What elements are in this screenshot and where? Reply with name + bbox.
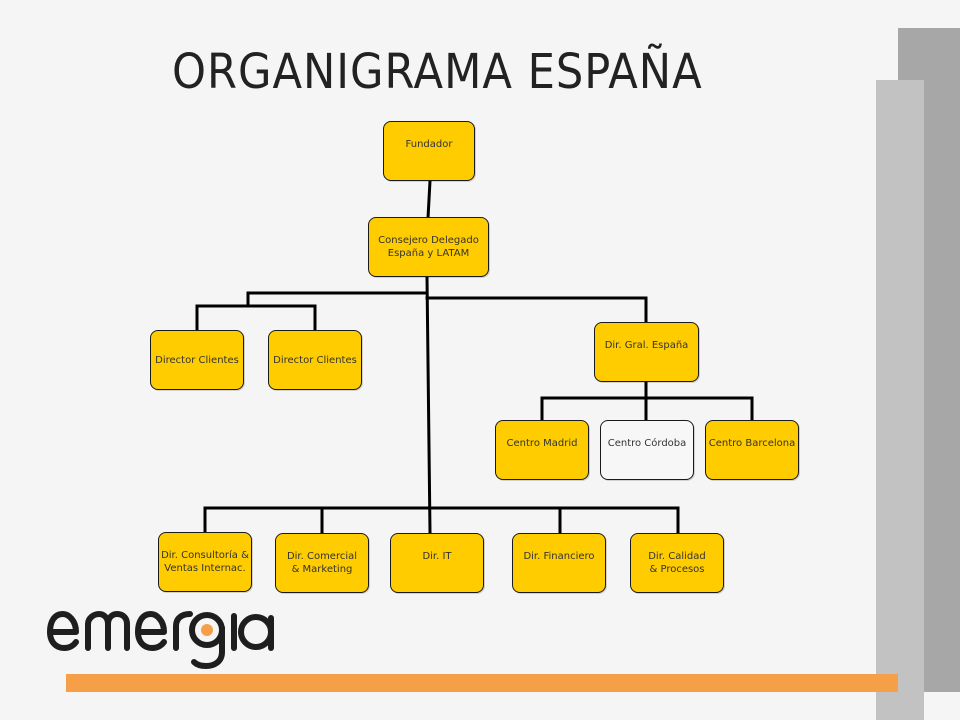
node-director-clientes-1: Director Clientes [150, 330, 244, 390]
node-dir-comercial: Dir. Comercial & Marketing [275, 533, 369, 593]
emergia-logo [47, 611, 274, 669]
node-label: Dir. Consultoría & Ventas Internac. [161, 550, 249, 574]
node-dir-gral-espana: Dir. Gral. España [594, 322, 699, 382]
node-label: Centro Córdoba [607, 438, 687, 449]
node-label: Fundador [405, 139, 453, 150]
node-fundador: Fundador [383, 121, 475, 181]
page-title: ORGANIGRAMA ESPAÑA [172, 44, 703, 100]
node-centro-barcelona: Centro Barcelona [705, 420, 799, 480]
node-dir-it: Dir. IT [390, 533, 484, 593]
decorative-bar-light [876, 80, 924, 720]
node-label: Centro Barcelona [708, 438, 796, 449]
decorative-bar-orange [66, 674, 898, 692]
node-label: Consejero Delegado España y LATAM [378, 235, 479, 259]
node-label: Centro Madrid [506, 438, 578, 449]
node-consejero-delegado: Consejero Delegado España y LATAM [368, 217, 489, 277]
node-centro-madrid: Centro Madrid [495, 420, 589, 480]
node-director-clientes-2: Director Clientes [268, 330, 362, 390]
node-label: Dir. Calidad & Procesos [648, 551, 706, 575]
node-dir-calidad: Dir. Calidad & Procesos [630, 533, 724, 593]
node-dir-consultoria: Dir. Consultoría & Ventas Internac. [158, 532, 252, 592]
node-label: Dir. Financiero [523, 551, 595, 562]
node-label: Dir. Comercial & Marketing [286, 551, 358, 575]
node-dir-financiero: Dir. Financiero [512, 533, 606, 593]
node-label: Dir. IT [422, 551, 452, 562]
node-label: Dir. Gral. España [604, 340, 689, 351]
node-centro-cordoba: Centro Córdoba [600, 420, 694, 480]
node-label: Director Clientes [155, 354, 239, 366]
node-label: Director Clientes [273, 354, 357, 366]
